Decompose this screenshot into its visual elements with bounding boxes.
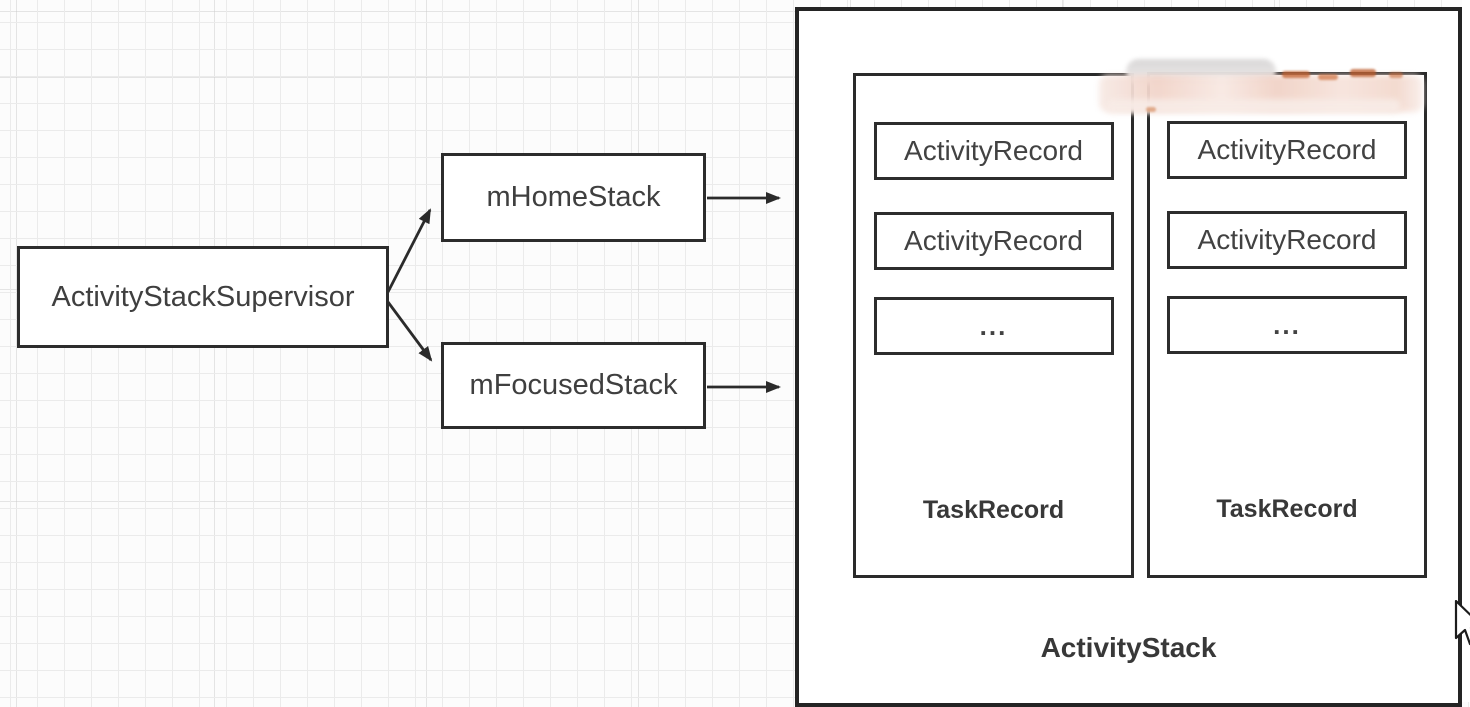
activity-record-label: ActivityRecord <box>1197 224 1377 255</box>
supervisor-node: ActivityStackSupervisor <box>17 246 389 348</box>
ellipsis-record-box: ... <box>873 297 1114 355</box>
ellipsis-record-box: ... <box>1167 296 1407 354</box>
activity-record-box: ActivityRecord <box>873 122 1114 180</box>
mouse-cursor-icon <box>1454 600 1470 646</box>
activity-stack-label: ActivityStack <box>1040 632 1217 663</box>
home-stack-node: mHomeStack <box>441 153 706 242</box>
activity-record-box: ActivityRecord <box>1167 211 1407 269</box>
task-record-label: TaskRecord <box>1216 495 1358 523</box>
focused-stack-node: mFocusedStack <box>441 342 706 429</box>
ellipsis-label: ... <box>1273 309 1301 340</box>
right-margin <box>1462 0 1470 702</box>
activity-record-box: ActivityRecord <box>1167 121 1407 179</box>
activity-record-label: ActivityRecord <box>904 135 1083 166</box>
supervisor-label: ActivityStackSupervisor <box>51 280 355 313</box>
activity-record-box: ActivityRecord <box>873 212 1114 270</box>
task-record-label: TaskRecord <box>922 496 1065 524</box>
task-record-box-2: ActivityRecord ActivityRecord ... TaskRe… <box>1147 72 1427 578</box>
home-stack-label: mHomeStack <box>486 181 661 213</box>
activity-record-label: ActivityRecord <box>904 225 1083 256</box>
ellipsis-label: ... <box>979 310 1008 341</box>
focused-stack-label: mFocusedStack <box>469 369 678 401</box>
activity-record-label: ActivityRecord <box>1197 134 1377 165</box>
task-record-box-1: ActivityRecord ActivityRecord ... TaskRe… <box>853 73 1134 578</box>
arrow-supervisor-to-homestack <box>386 208 432 293</box>
arrow-supervisor-to-focusedstack <box>386 301 433 362</box>
